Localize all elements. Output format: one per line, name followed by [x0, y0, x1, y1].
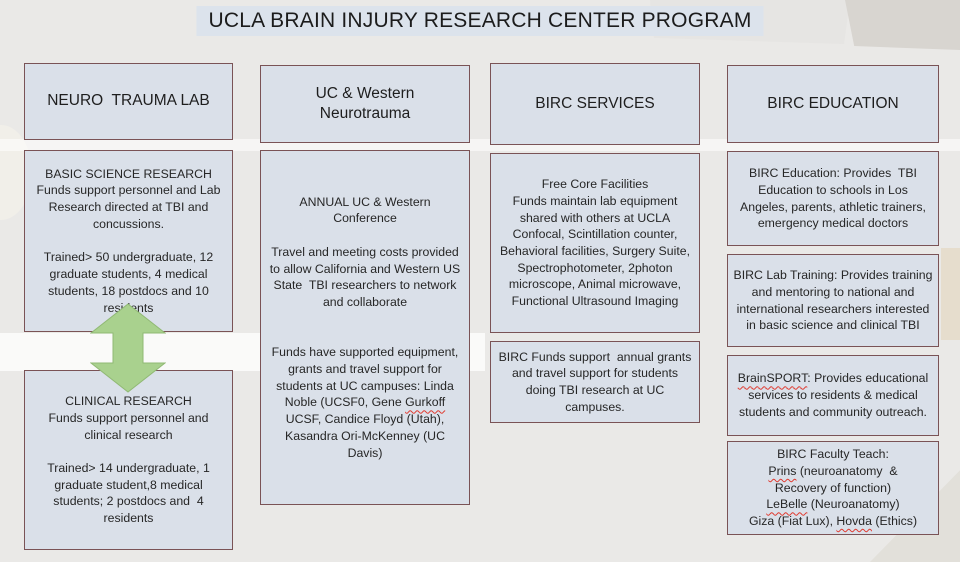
box-birc-lab-training: BIRC Lab Training: Provides training and… [727, 254, 939, 347]
box-paragraph: BrainSPORT: Provides educational service… [737, 371, 932, 419]
box-birc-faculty-teach: BIRC Faculty Teach:Prins (neuroanatomy &… [727, 441, 939, 535]
box-paragraph: Giza (Fiat Lux), Hovda (Ethics) [748, 514, 918, 529]
box-birc-funds-support: BIRC Funds support annual grants and tra… [490, 341, 700, 423]
box-brainsport: BrainSPORT: Provides educational service… [727, 355, 939, 436]
box-paragraph [363, 311, 366, 328]
box-paragraph [363, 328, 366, 345]
spellcheck-word: LeBelle [766, 497, 808, 512]
box-paragraph: Travel and meeting costs provided to all… [269, 244, 464, 310]
slide-title: UCLA BRAIN INJURY RESEARCH CENTER PROGRA… [196, 6, 764, 36]
header-label: UC & Western Neurotrauma [315, 84, 415, 122]
box-birc-education-outreach: BIRC Education: Provides TBI Education t… [727, 151, 939, 246]
spellcheck-word: Prins [768, 463, 797, 478]
box-paragraph: Prins (neuroanatomy & [768, 463, 898, 478]
box-paragraph: Funds have supported equipment, grants a… [271, 345, 462, 460]
box-paragraph: LeBelle (Neuroanatomy) [766, 497, 900, 512]
box-paragraph: Recovery of function) [774, 480, 892, 495]
box-paragraph: BASIC SCIENCE RESEARCH [45, 166, 212, 181]
box-paragraph [363, 227, 366, 244]
spellcheck-word: Gurkoff [405, 395, 446, 410]
box-paragraph: ANNUAL UC & Western Conference [299, 194, 435, 226]
header-label: BIRC EDUCATION [767, 94, 899, 112]
up-down-arrow-icon [89, 303, 167, 393]
header-label: NEURO TRAUMA LAB [47, 92, 210, 110]
box-paragraph [127, 233, 130, 250]
background-shape [941, 248, 960, 340]
header-label: BIRC SERVICES [535, 94, 655, 112]
box-paragraph: BIRC Faculty Teach: [777, 447, 889, 462]
column-neuro-trauma-lab: NEURO TRAUMA LAB BASIC SCIENCE RESEARCH F… [24, 63, 233, 553]
header-box-birc-services: BIRC SERVICES [490, 63, 700, 145]
header-box-uc-western-neurotrauma: UC & Western Neurotrauma [260, 65, 470, 143]
background-shape [845, 0, 960, 50]
header-box-birc-education: BIRC EDUCATION [727, 65, 939, 143]
box-paragraph: BIRC Education: Provides TBI Education t… [740, 166, 930, 231]
box-annual-conference: ANNUAL UC & Western Conference Travel an… [260, 150, 470, 505]
box-paragraph: Free Core Facilities [541, 177, 649, 192]
box-paragraph: BIRC Lab Training: Provides training and… [733, 268, 936, 333]
column-birc-education: BIRC EDUCATION BIRC Education: Provides … [727, 65, 939, 540]
box-paragraph: Trained> 50 undergraduate, 12 graduate s… [43, 250, 214, 314]
box-paragraph [127, 443, 130, 460]
spellcheck-word: BrainSPORT [737, 371, 808, 386]
box-basic-science-research: BASIC SCIENCE RESEARCH Funds support pers… [24, 150, 233, 332]
box-paragraph: Funds maintain lab equipment shared with… [499, 193, 694, 309]
box-paragraph: Trained> 14 undergraduate, 1 graduate st… [47, 461, 214, 526]
spellcheck-word: Hovda [836, 514, 872, 529]
header-box-neuro-trauma-lab: NEURO TRAUMA LAB [24, 63, 233, 140]
box-paragraph: CLINICAL RESEARCH [65, 394, 192, 409]
box-paragraph: Funds support personnel and clinical res… [48, 410, 212, 442]
box-paragraph: Funds support personnel and Lab Research… [36, 183, 224, 231]
column-uc-western-neurotrauma: UC & Western Neurotrauma ANNUAL UC & Wes… [260, 65, 470, 505]
box-paragraph: BIRC Funds support annual grants and tra… [498, 349, 699, 414]
